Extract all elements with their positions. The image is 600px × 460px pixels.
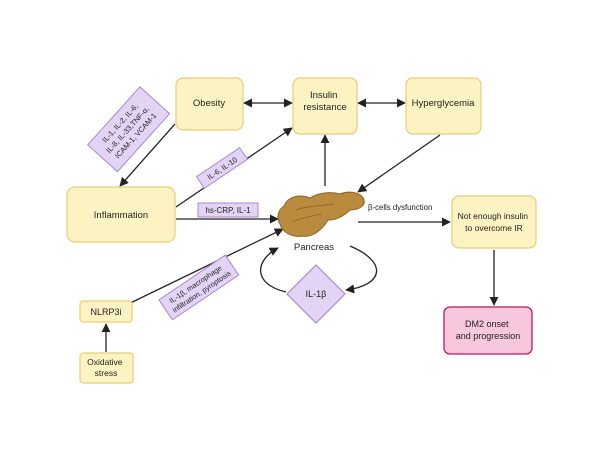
node-not-enough-insulin: Not enough insulin to overcome IR <box>451 195 537 249</box>
node-il1b-label: IL-1β <box>306 289 327 299</box>
node-oxidative-stress-line-1: Oxidative <box>87 357 123 367</box>
node-hyperglycemia: Hyperglycemia <box>405 77 482 135</box>
node-inflammation-label: Inflammation <box>94 210 148 221</box>
node-not-enough-insulin-line-2: to overcome IR <box>465 223 523 233</box>
label-cytokines: IL-1, IL-2, IL-6, IL-8, IL-33,TNF-α, ICA… <box>87 86 171 173</box>
node-oxidative-stress-label: Oxidative stress <box>87 357 125 378</box>
arrow-obesity-inflammation <box>119 123 176 187</box>
node-il1b: IL-1β <box>286 264 346 324</box>
arrow-hyperglycemia-pancreas <box>357 134 441 193</box>
node-inflammation: Inflammation <box>66 186 176 243</box>
node-insulin-resistance-line-1: Insulin <box>310 90 337 101</box>
node-hyperglycemia-label: Hyperglycemia <box>412 98 476 109</box>
svg-text:IL-1β, macrophage infilt: IL-1β, macrophage infiltration, pyroptos… <box>165 261 232 315</box>
node-insulin-resistance-label: Insulin resistance <box>303 90 346 113</box>
label-hscrp-text: hs-CRP, IL-1 <box>205 206 251 215</box>
node-not-enough-insulin-label: Not enough insulin to overcome IR <box>458 211 531 233</box>
connectors <box>101 98 499 352</box>
pancreas-organ-icon <box>277 191 365 237</box>
node-dm2-line-1: DM2 onset <box>465 319 509 329</box>
node-nlrp3i: NLRP3i <box>79 300 133 323</box>
pancreas-label: Pancreas <box>294 242 334 253</box>
node-dm2-label: DM2 onset and progression <box>456 319 521 341</box>
label-il6-il10: IL-6, IL-10 <box>195 146 249 190</box>
arrow-nlrp3i-pancreas <box>117 228 284 310</box>
node-dm2-line-2: and progression <box>456 331 521 341</box>
node-insulin-resistance: Insulin resistance <box>292 77 358 135</box>
node-oxidative-stress-line-2: stress <box>95 368 118 378</box>
node-not-enough-insulin-line-1: Not enough insulin <box>458 211 529 221</box>
node-obesity: Obesity <box>175 77 244 131</box>
node-dm2: DM2 onset and progression <box>443 306 533 355</box>
arrow-il1b-pancreas-loop-left <box>259 247 287 293</box>
arrow-pancreas-il1b-loop-right <box>345 245 378 294</box>
node-oxidative-stress: Oxidative stress <box>79 352 134 384</box>
label-il1b-macrophage: IL-1β, macrophage infiltration, pyroptos… <box>158 254 240 321</box>
node-insulin-resistance-line-2: resistance <box>303 102 346 113</box>
label-beta-cells-dysfunction: β-cells dysfunction <box>368 203 432 212</box>
node-nlrp3i-label: NLRP3i <box>90 307 121 317</box>
label-hscrp: hs-CRP, IL-1 <box>197 202 259 218</box>
node-obesity-label: Obesity <box>193 98 225 109</box>
